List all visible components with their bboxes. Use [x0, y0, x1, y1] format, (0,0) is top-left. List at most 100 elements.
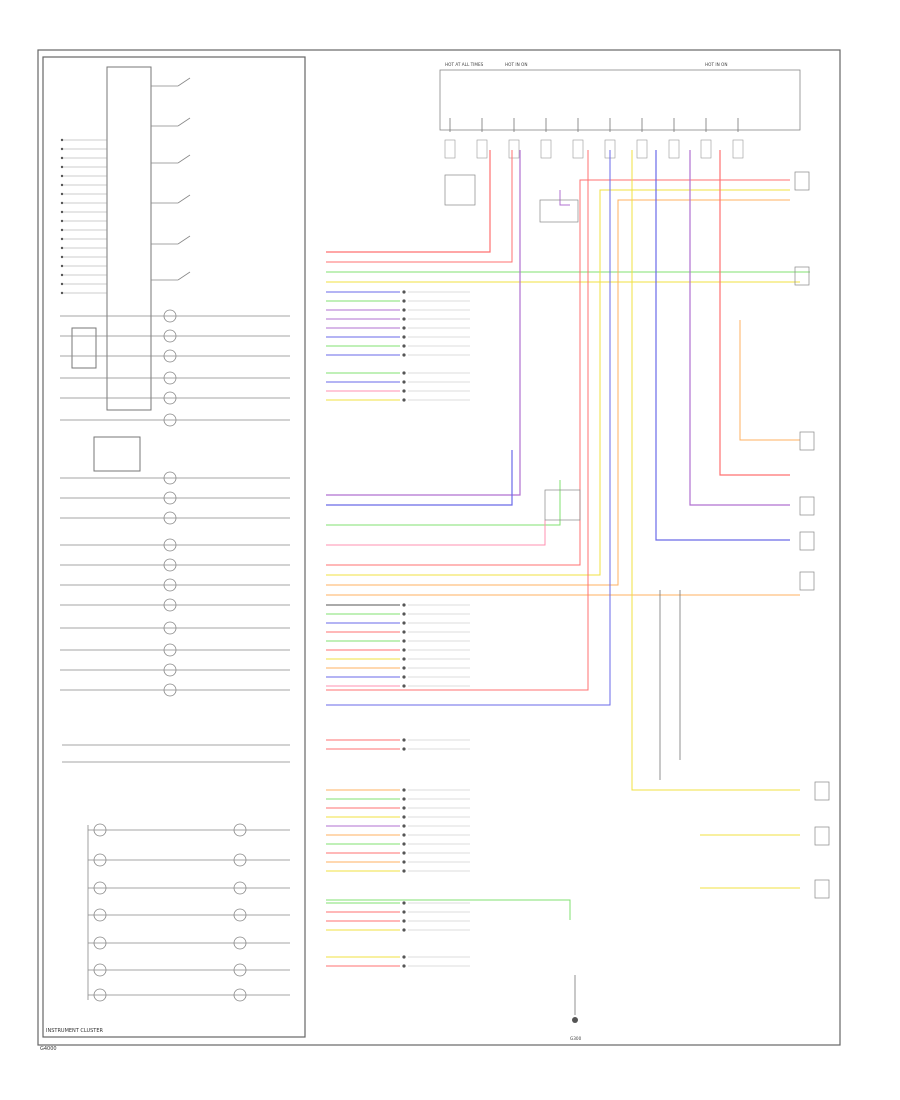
lamp [233, 908, 247, 922]
indicator-lamp [163, 413, 177, 427]
wire-red-long [326, 179, 790, 566]
connector-pin [402, 612, 406, 616]
fuse-connector [572, 139, 584, 159]
gauge-switch [177, 77, 191, 87]
wire-harness [326, 150, 810, 920]
sensor-block [799, 571, 815, 591]
connector-pin [402, 824, 406, 828]
cluster-pin-dot [60, 183, 64, 187]
lamp [233, 881, 247, 895]
cluster-indicator-rows [60, 138, 290, 1002]
indicator-lamp [163, 371, 177, 385]
cluster-pin-dot [60, 237, 64, 241]
fuse-connector [540, 139, 552, 159]
relay-symbol [539, 199, 579, 223]
lamp [233, 853, 247, 867]
wire-red-return [326, 150, 589, 691]
cluster-label: INSTRUMENT CLUSTER [46, 1028, 104, 1034]
cluster-pin-dot [60, 210, 64, 214]
switch-block [794, 266, 810, 286]
wire-red-right [719, 150, 790, 476]
fuse-connector [444, 139, 456, 159]
lamp [93, 936, 107, 950]
connector-pin [402, 842, 406, 846]
connector-pin [402, 621, 406, 625]
wire-blue [326, 450, 513, 506]
wire-red-ignition [326, 150, 491, 253]
wire-yellow-right [631, 150, 800, 791]
footer-code: G4000 [40, 1046, 57, 1052]
wire-pink [326, 520, 546, 546]
cluster-gauges [151, 77, 191, 281]
cluster-pin-dot [60, 201, 64, 205]
indicator-lamp [163, 329, 177, 343]
cluster-pin-dot [60, 147, 64, 151]
wire-orange-long [326, 199, 790, 586]
indicator-lamp [163, 598, 177, 612]
cluster-pin-dot [60, 291, 64, 295]
fuse-label: HOT IN ON [705, 62, 727, 67]
diagram-frame [37, 49, 841, 1046]
wire-green [326, 480, 561, 526]
cluster-pin-dot [60, 165, 64, 169]
fuse-label: HOT IN ON [505, 62, 527, 67]
wire-purple [326, 150, 521, 496]
indicator-lamp [163, 538, 177, 552]
connector-pin [402, 603, 406, 607]
cluster-pin-dot [60, 282, 64, 286]
indicator-lamp [163, 309, 177, 323]
connector-block [814, 879, 830, 899]
connector-pin [402, 910, 406, 914]
connector-block [814, 826, 830, 846]
connector-pin [402, 308, 406, 312]
connector-pin [402, 398, 406, 402]
cluster-pin-dot [60, 264, 64, 268]
sensor-symbol [544, 489, 581, 521]
connector-pin [402, 815, 406, 819]
connector-pin [402, 928, 406, 932]
cluster-pin-dot [60, 273, 64, 277]
indicator-lamp [163, 558, 177, 572]
connector-block [814, 781, 830, 801]
connector-pin [402, 335, 406, 339]
connector-pin [402, 639, 406, 643]
fuse-label: HOT AT ALL TIMES [445, 62, 484, 67]
connector-pin [402, 344, 406, 348]
indicator-lamp [163, 683, 177, 697]
connector-pin [402, 648, 406, 652]
connector-pin [402, 290, 406, 294]
connector-pin [402, 851, 406, 855]
fuse-labels: HOT AT ALL TIMES HOT IN ON HOT IN ON [444, 62, 744, 159]
connector-pin [402, 675, 406, 679]
connector-pin [402, 919, 406, 923]
connector-pin [402, 901, 406, 905]
right-components [444, 171, 830, 1023]
ground-symbol [572, 1017, 578, 1023]
connector-pin [402, 317, 406, 321]
connector-pin [402, 657, 406, 661]
lamp [233, 936, 247, 950]
connector-pin [402, 299, 406, 303]
sensor-block [799, 431, 815, 451]
gauge-switch [177, 194, 191, 204]
gauge-driver-module [93, 436, 141, 472]
cluster-connector-block [106, 66, 152, 411]
gauge-switch [177, 154, 191, 164]
indicator-lamp [163, 391, 177, 405]
wire-yellow-long [326, 189, 790, 576]
connector-pin [402, 797, 406, 801]
indicator-lamp [163, 349, 177, 363]
connector-pin [402, 747, 406, 751]
sensor-block [799, 531, 815, 551]
connector-pin [402, 738, 406, 742]
connector-pin [402, 788, 406, 792]
cluster-pin-dot [60, 192, 64, 196]
lamp [93, 908, 107, 922]
fuse-connector [508, 139, 520, 159]
cluster-pin-dot [60, 138, 64, 142]
fuse-box [439, 69, 801, 131]
lamp [233, 963, 247, 977]
fuse-connector [700, 139, 712, 159]
